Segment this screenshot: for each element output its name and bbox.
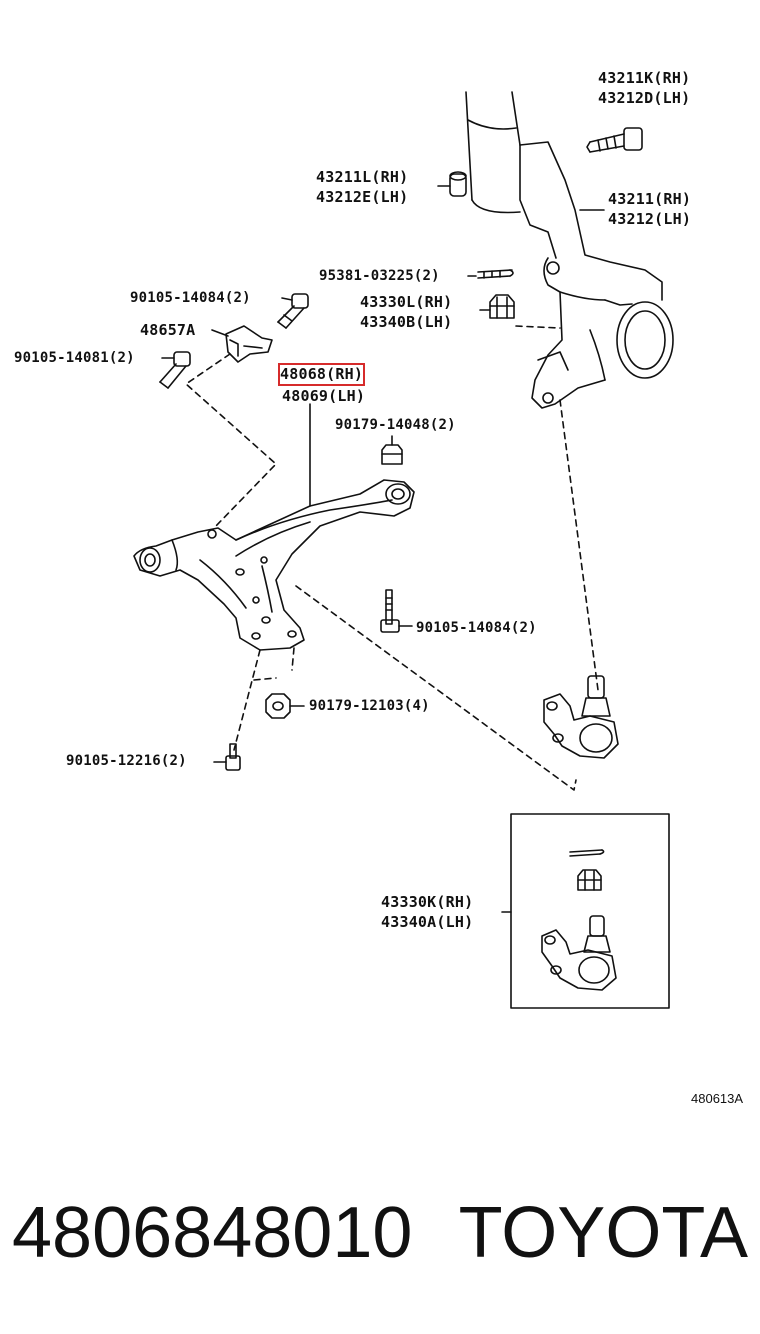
lower-control-arm — [133, 479, 415, 651]
label-43211k-rh: 43211K(RH) — [598, 69, 691, 87]
label-48657a: 48657A — [140, 321, 196, 339]
label-90105-14084-mid: 90105-14084(2) — [416, 620, 537, 636]
castle-nut-43330l — [489, 294, 515, 319]
diagram-code: 480613A — [691, 1091, 744, 1106]
label-43340a-lh: 43340A(LH) — [381, 913, 474, 931]
label-48069-lh: 48069(LH) — [282, 387, 366, 405]
label-90105-12216: 90105-12216(2) — [66, 753, 187, 769]
label-43330l-rh: 43330L(RH) — [360, 293, 453, 311]
cotter-pin — [477, 269, 514, 279]
inset-box — [510, 813, 670, 1009]
label-90105-14084-top: 90105-14084(2) — [130, 290, 251, 306]
label-43211-rh: 43211(RH) — [608, 190, 692, 208]
bolt-90105-14084-mid — [380, 589, 400, 633]
bolt-90105-14081 — [159, 351, 191, 389]
ball-joint-upper — [543, 675, 619, 759]
steering-knuckle — [519, 141, 674, 409]
label-90179-12103: 90179-12103(4) — [309, 698, 430, 714]
bolt-43211k — [586, 127, 643, 153]
label-43330k-rh: 43330K(RH) — [381, 893, 474, 911]
strut-tube — [465, 91, 521, 214]
nut-43211l — [449, 171, 467, 197]
label-90105-14081: 90105-14081(2) — [14, 350, 135, 366]
label-48068-rh-highlighted[interactable]: 48068(RH) — [277, 363, 366, 386]
label-43211l-rh: 43211L(RH) — [316, 168, 409, 186]
footer-part-number: 4806848010 — [12, 1193, 413, 1273]
bracket-48657a — [225, 325, 273, 363]
bolt-90105-12216 — [225, 743, 241, 771]
label-43340b-lh: 43340B(LH) — [360, 313, 453, 331]
bolt-90105-14084-top — [277, 293, 309, 329]
inset-ball-joint — [541, 915, 617, 991]
label-43212e-lh: 43212E(LH) — [316, 188, 409, 206]
footer-brand: TOYOTA — [458, 1193, 748, 1273]
inset-cotter-pin — [569, 849, 605, 857]
nut-90179-12103 — [265, 693, 291, 719]
footer-bar: 4806848010 TOYOTA — [12, 1188, 748, 1278]
nut-90179-14048 — [381, 444, 403, 465]
label-90179-14048: 90179-14048(2) — [335, 417, 456, 433]
inset-castle-nut — [577, 869, 602, 891]
label-95381-03225: 95381-03225(2) — [319, 268, 440, 284]
label-43212-lh: 43212(LH) — [608, 210, 692, 228]
label-43212d-lh: 43212D(LH) — [598, 89, 691, 107]
